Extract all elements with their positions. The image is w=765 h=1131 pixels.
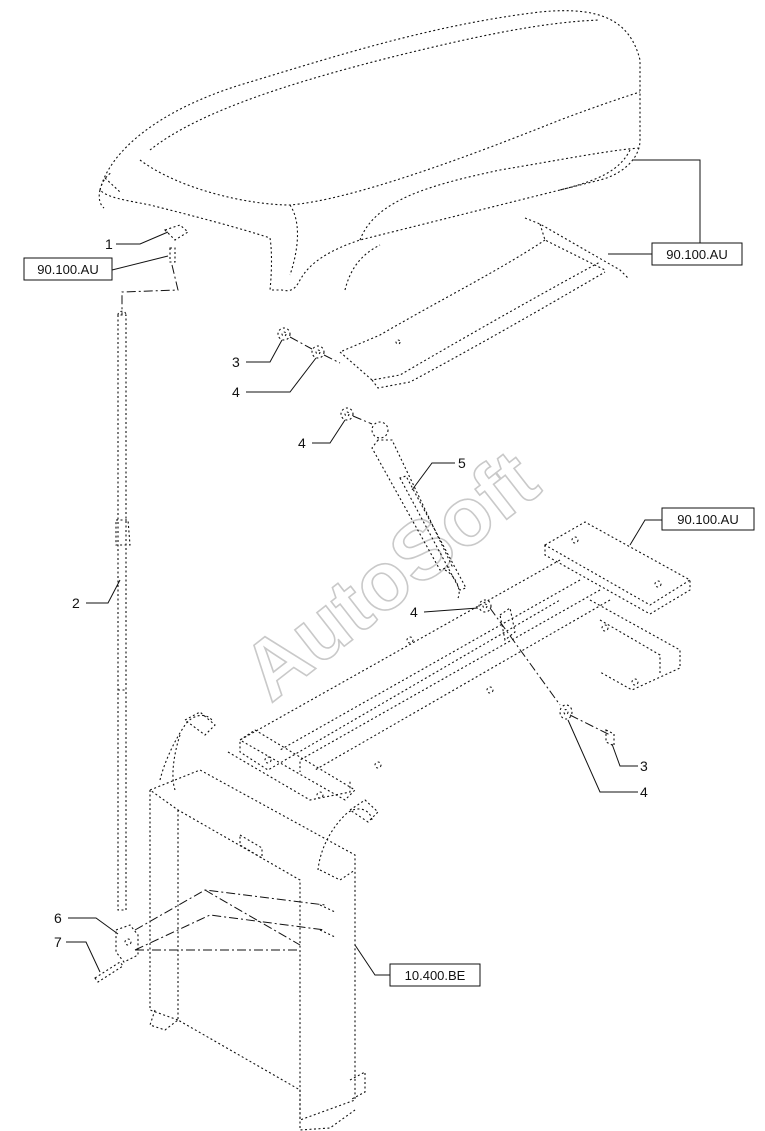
bracket-part-6 bbox=[115, 924, 139, 963]
ref-box-bottom[interactable]: 10.400.BE bbox=[354, 944, 481, 987]
svg-text:3: 3 bbox=[640, 758, 648, 774]
callout-4-upper: 4 bbox=[232, 357, 317, 400]
ref-box-top-left[interactable]: 90.100.AU bbox=[23, 255, 169, 281]
callout-3-upper: 3 bbox=[232, 339, 283, 370]
svg-text:2: 2 bbox=[72, 595, 80, 611]
svg-text:4: 4 bbox=[232, 384, 240, 400]
callout-5: 5 bbox=[411, 455, 466, 491]
svg-text:3: 3 bbox=[232, 354, 240, 370]
washer-group-upper bbox=[277, 327, 341, 364]
bolt-part-7 bbox=[94, 961, 124, 983]
callout-7: 7 bbox=[54, 934, 101, 973]
assembly-lines-bottom bbox=[134, 889, 326, 951]
watermark: AutoSoft bbox=[225, 432, 555, 718]
svg-text:10.400.BE: 10.400.BE bbox=[405, 968, 466, 983]
callout-2: 2 bbox=[72, 579, 121, 611]
ref-box-mid-right[interactable]: 90.100.AU bbox=[629, 507, 755, 546]
gas-spring bbox=[340, 407, 492, 613]
radiator bbox=[148, 711, 379, 1131]
frame-chassis bbox=[227, 521, 692, 801]
callout-4-mid: 4 bbox=[298, 419, 346, 451]
svg-text:6: 6 bbox=[54, 910, 62, 926]
svg-text:5: 5 bbox=[458, 455, 466, 471]
callout-1: 1 bbox=[105, 231, 169, 252]
svg-text:7: 7 bbox=[54, 934, 62, 950]
svg-text:90.100.AU: 90.100.AU bbox=[37, 262, 98, 277]
svg-text:4: 4 bbox=[640, 784, 648, 800]
svg-text:4: 4 bbox=[298, 435, 306, 451]
hood-cover bbox=[98, 10, 641, 292]
assembly-line-rod-top bbox=[121, 264, 179, 315]
svg-text:1: 1 bbox=[105, 236, 113, 252]
hood-bracket bbox=[339, 217, 629, 389]
washer-group-lower bbox=[559, 704, 615, 747]
hinge-part-1 bbox=[163, 224, 189, 263]
svg-text:4: 4 bbox=[410, 604, 418, 620]
support-rod bbox=[115, 310, 131, 911]
callout-4-lower: 4 bbox=[567, 719, 648, 800]
svg-text:90.100.AU: 90.100.AU bbox=[666, 247, 727, 262]
callout-6: 6 bbox=[54, 910, 119, 935]
svg-text:90.100.AU: 90.100.AU bbox=[677, 512, 738, 527]
svg-text:AutoSoft: AutoSoft bbox=[226, 433, 555, 718]
ref-box-top-right[interactable]: 90.100.AU bbox=[608, 159, 743, 266]
callout-3-lower: 3 bbox=[611, 743, 648, 774]
callout-4-frame: 4 bbox=[410, 604, 479, 620]
